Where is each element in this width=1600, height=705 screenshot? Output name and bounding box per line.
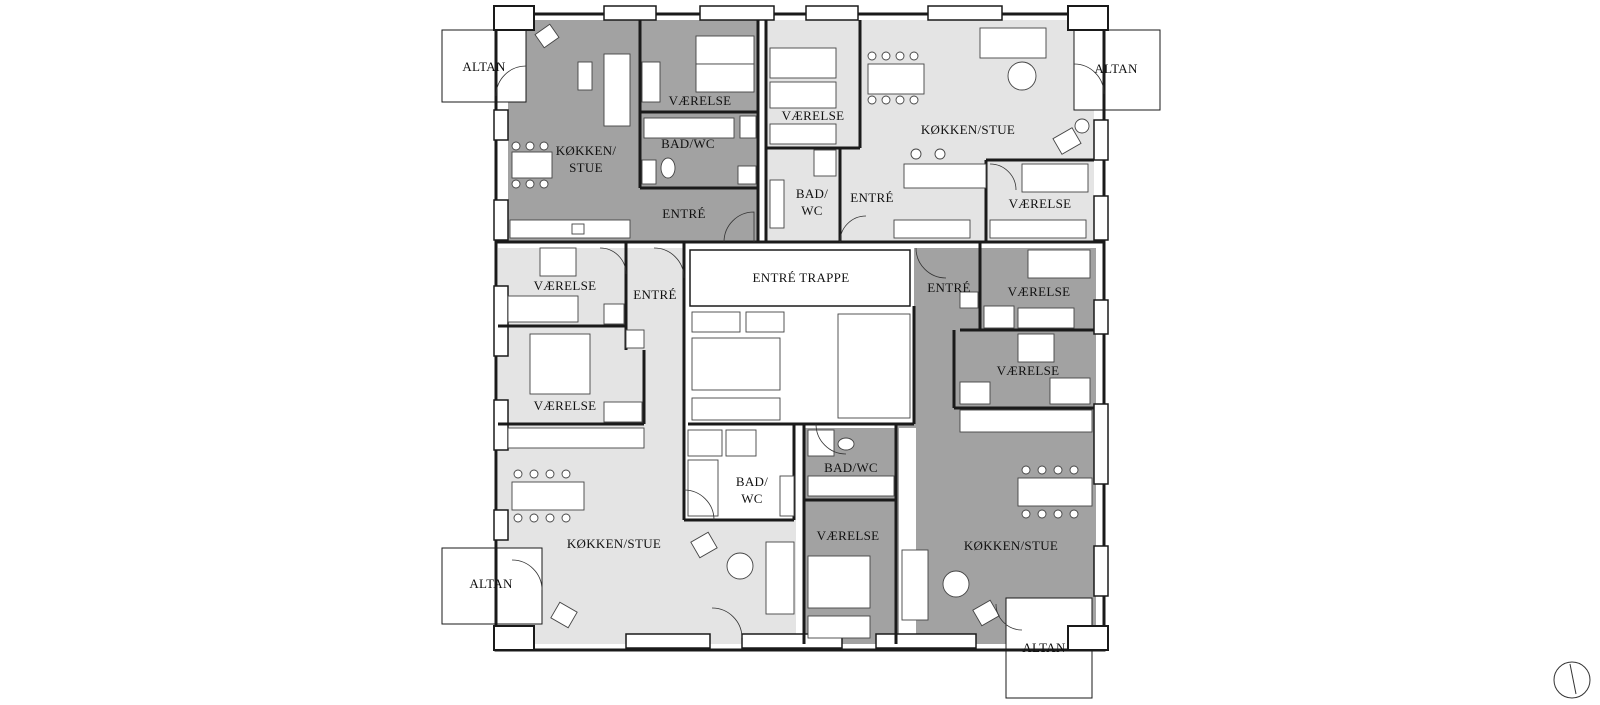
label-altan-nw: ALTAN <box>462 59 506 74</box>
label-vaerelse-e2: VÆRELSE <box>997 363 1060 378</box>
balcony-sw <box>441 547 543 625</box>
label-altan-sw: ALTAN <box>469 576 513 591</box>
label-vaerelse-w1: VÆRELSE <box>534 278 597 293</box>
label-vaerelse-ne: VÆRELSE <box>1009 196 1072 211</box>
label-vaerelse-w2: VÆRELSE <box>534 398 597 413</box>
label-entre-nw: ENTRÉ <box>662 206 705 221</box>
label-entre-trappe: ENTRÉ TRAPPE <box>753 270 850 285</box>
doors <box>495 63 1105 639</box>
balcony-ne <box>1073 29 1161 111</box>
label-entre-e: ENTRÉ <box>927 280 970 295</box>
compass-icon <box>1553 661 1591 699</box>
interior-walls <box>496 20 1104 644</box>
room-labels: ALTAN ALTAN ALTAN ALTAN VÆRELSE BAD/WC K… <box>462 59 1138 655</box>
label-kokken-nw-1: KØKKEN/ <box>556 143 617 158</box>
label-bad-s2: BAD/WC <box>824 460 878 475</box>
label-vaerelse-n: VÆRELSE <box>782 108 845 123</box>
label-bad-s-2: WC <box>741 491 763 506</box>
label-kokken-nw-2: STUE <box>569 160 603 175</box>
label-vaerelse-nw: VÆRELSE <box>669 93 732 108</box>
label-kokken-sw: KØKKEN/STUE <box>567 536 661 551</box>
label-vaerelse-s: VÆRELSE <box>817 528 880 543</box>
label-bad-n-2: WC <box>801 203 823 218</box>
label-bad-n-1: BAD/ <box>796 186 828 201</box>
label-kokken-se: KØKKEN/STUE <box>964 538 1058 553</box>
label-bad-s-1: BAD/ <box>736 474 768 489</box>
label-bad-nw: BAD/WC <box>661 136 715 151</box>
label-kokken-ne: KØKKEN/STUE <box>921 122 1015 137</box>
furniture <box>507 23 1093 639</box>
label-altan-se: ALTAN <box>1022 640 1066 655</box>
label-vaerelse-e1: VÆRELSE <box>1008 284 1071 299</box>
label-entre-w: ENTRÉ <box>633 287 676 302</box>
walls <box>493 5 1109 652</box>
label-altan-ne: ALTAN <box>1094 61 1138 76</box>
label-entre-n: ENTRÉ <box>850 190 893 205</box>
